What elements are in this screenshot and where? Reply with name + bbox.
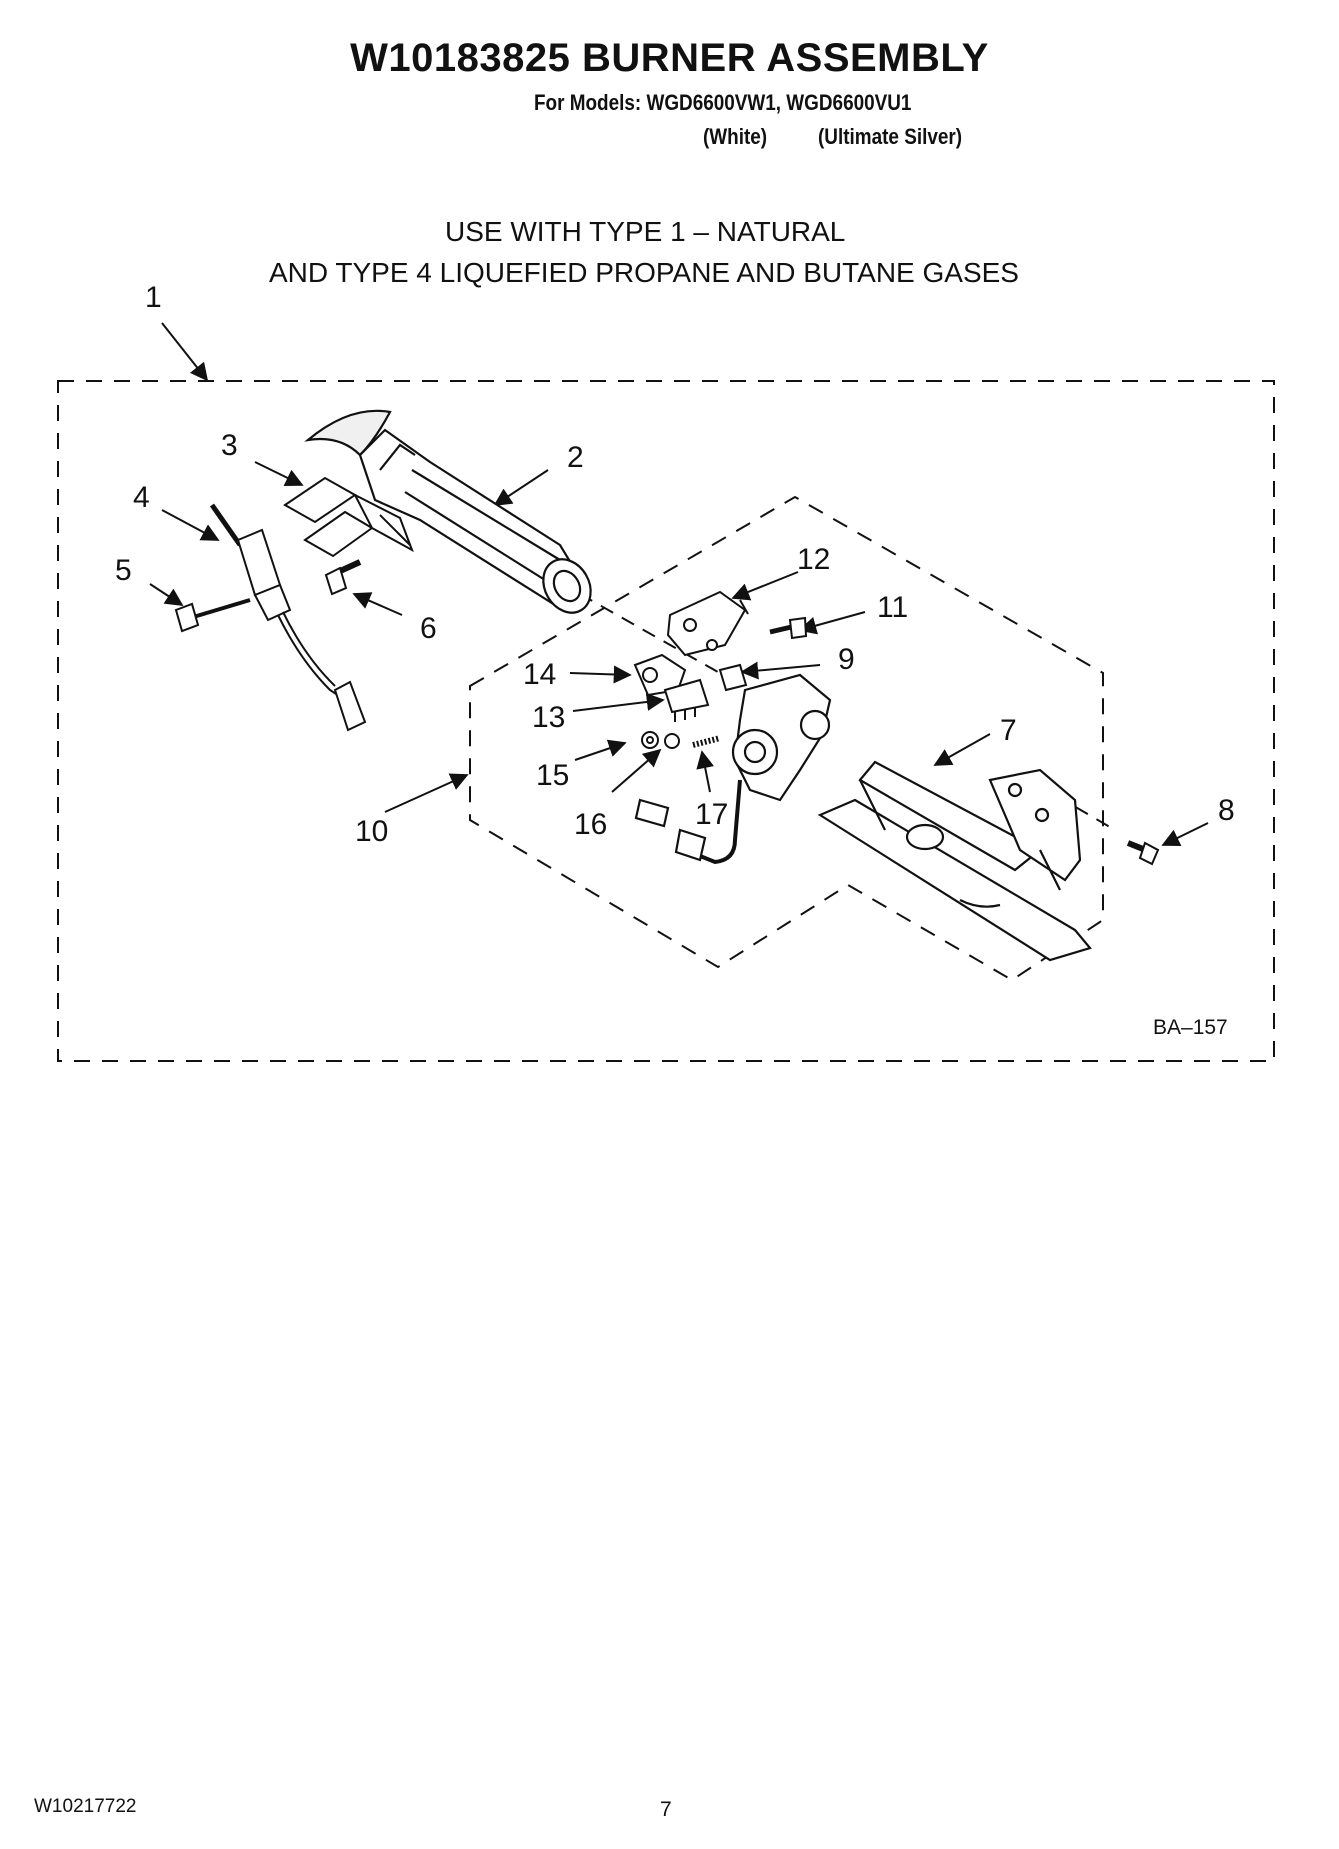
callout-15: 15: [536, 759, 570, 792]
spring-part-17: [692, 735, 721, 748]
gas-valve-part: [634, 673, 832, 865]
coil-part-13: [663, 678, 710, 722]
callout-12: 12: [797, 543, 831, 576]
ball-part-16: [664, 733, 680, 749]
callout-5: 5: [115, 554, 132, 587]
small-parts: [641, 731, 721, 749]
callout-1: 1: [145, 281, 162, 314]
callout-14: 14: [523, 658, 557, 691]
screw-part-6: [324, 559, 362, 596]
page-title: W10183825 BURNER ASSEMBLY: [350, 36, 989, 80]
igniter-part: [209, 503, 367, 732]
callout-16: 16: [574, 808, 608, 841]
leader-lines: [149, 322, 1209, 846]
screw-part-11: [769, 616, 808, 640]
callout-17: 17: [695, 798, 729, 831]
callout-6: 6: [420, 612, 437, 645]
callout-8: 8: [1218, 794, 1235, 827]
usage-line-1: USE WITH TYPE 1 – NATURAL: [445, 216, 846, 247]
footer-page-number: 7: [660, 1798, 672, 1821]
diagram-id: BA–157: [1153, 1016, 1228, 1039]
orifice-part: [718, 663, 748, 692]
coil-part-14: [633, 653, 687, 697]
callout-3: 3: [221, 429, 238, 462]
igniter-bracket-part: [283, 476, 414, 558]
screw-part-8: [1126, 840, 1160, 866]
callout-11: 11: [877, 591, 909, 624]
footer-doc-number: W10217722: [34, 1796, 137, 1817]
usage-line-2: AND TYPE 4 LIQUEFIED PROPANE AND BUTANE …: [269, 257, 1019, 288]
burner-tube-part: [304, 409, 592, 614]
callout-9: 9: [838, 643, 855, 676]
valve-bracket-part: [666, 590, 749, 657]
assembly-frame: [57, 380, 1275, 1062]
color-silver-label: (Ultimate Silver): [818, 124, 963, 149]
burner-bracket-part: [817, 760, 1092, 962]
color-white-label: (White): [703, 124, 768, 149]
models-line: For Models: WGD6600VW1, WGD6600VU1: [534, 90, 912, 115]
callout-4: 4: [133, 481, 150, 514]
callout-10: 10: [355, 815, 389, 848]
callout-7: 7: [1000, 714, 1017, 747]
screw-part-5: [174, 598, 251, 633]
callout-2: 2: [567, 441, 584, 474]
callout-13: 13: [532, 701, 566, 734]
